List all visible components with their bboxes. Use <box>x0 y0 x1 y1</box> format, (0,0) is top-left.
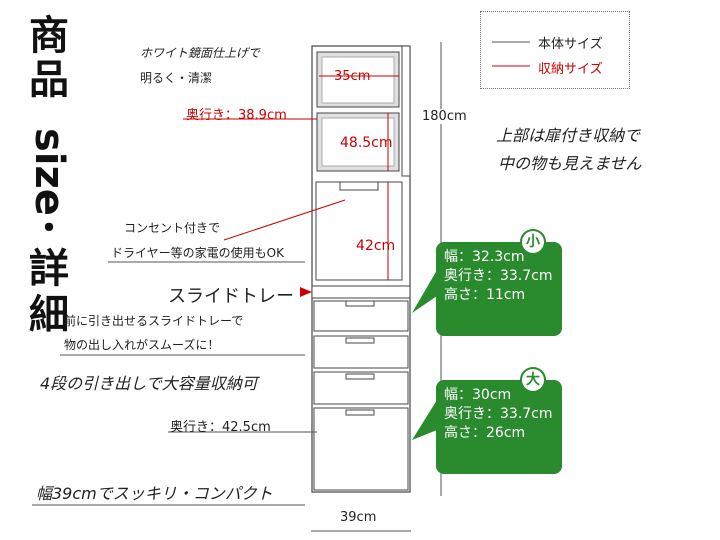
mirror-note-1: ホワイト鏡面仕上げで <box>140 46 261 60</box>
small-drawer-depth: 奥行き：33.7cm <box>444 268 553 284</box>
slide-tray-arrow <box>300 287 312 297</box>
outlet-note-1: コンセント付きで <box>124 221 221 235</box>
outlet-note-2: ドライヤー等の家電の使用もOK <box>111 246 284 260</box>
small-drawer-height: 高さ：11cm <box>444 287 526 303</box>
title-part-1: 商品 <box>29 13 69 103</box>
dim-42-label: 42cm <box>356 238 396 254</box>
large-drawer-depth: 奥行き：33.7cm <box>444 406 553 422</box>
small-drawer-width: 幅：32.3cm <box>444 249 525 265</box>
slide-note-1: 前に引き出せるスライドトレーで <box>64 314 244 328</box>
slide-note-2: 物の出し入れがスムーズに！ <box>64 338 220 352</box>
title-part-5: 細 <box>29 292 69 338</box>
door-edge <box>401 45 411 177</box>
outlet-leader <box>223 199 346 241</box>
large-badge: 大 <box>520 367 546 393</box>
open-compartment <box>315 181 403 281</box>
large-drawer-height: 高さ：26cm <box>444 425 526 441</box>
drawers-note: 4段の引き出しで大容量収納可 <box>40 374 258 393</box>
dim-35-label: 35cm <box>334 69 371 84</box>
slide-tray-shape <box>311 285 411 299</box>
page-title: 商品 size ・ 詳 細 <box>20 14 78 338</box>
depth-top-note: 奥行き：38.9cm <box>186 108 287 123</box>
depth-bottom-note: 奥行き：42.5cm <box>170 420 271 435</box>
dim-180-label: 180cm <box>422 109 467 124</box>
dim-39-label: 39cm <box>340 510 377 525</box>
mirror-note-2: 明るく・清潔 <box>140 71 213 85</box>
legend-body-label: 本体サイズ <box>538 37 603 52</box>
legend <box>480 11 630 89</box>
width-note: 幅39cmでスッキリ・コンパクト <box>36 484 273 503</box>
large-drawer-width: 幅：30cm <box>444 387 512 403</box>
door-note-1: 上部は扉付き収納で <box>496 126 641 145</box>
small-drawer-bubble: 幅：32.3cm 奥行き：33.7cm 高さ：11cm <box>436 242 562 336</box>
drawer-4 <box>313 407 409 491</box>
door-note-2: 中の物も見えません <box>498 154 642 173</box>
large-drawer-bubble: 幅：30cm 奥行き：33.7cm 高さ：26cm <box>436 380 562 474</box>
legend-storage-label: 収納サイズ <box>538 62 603 77</box>
slide-tray-label: スライドトレー <box>168 286 294 307</box>
small-badge: 小 <box>520 229 546 255</box>
dim-48-label: 48.5cm <box>340 135 393 151</box>
title-part-3: ・ <box>32 209 66 249</box>
title-part-4: 詳 <box>29 246 69 292</box>
outlet <box>339 181 379 191</box>
